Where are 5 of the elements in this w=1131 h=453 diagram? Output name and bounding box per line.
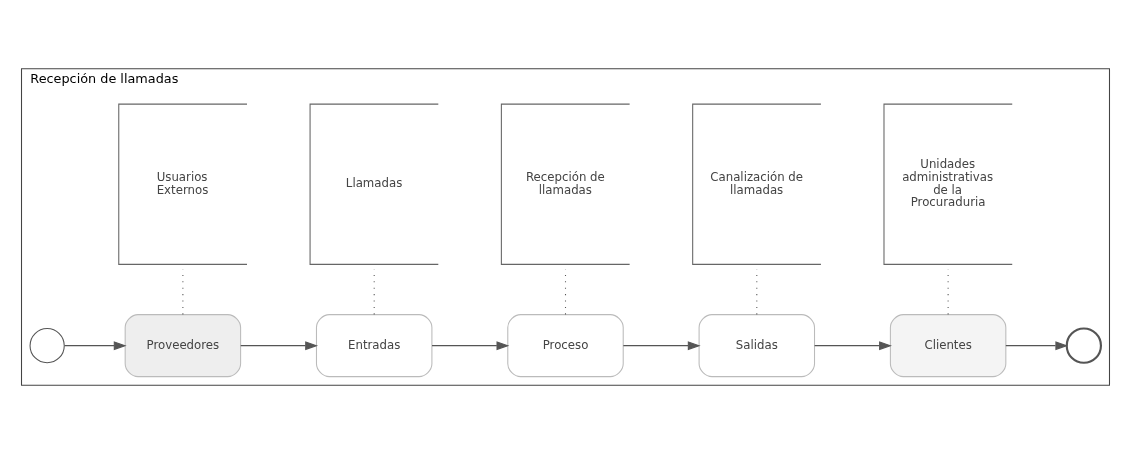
node-text: Recepción de llamadas bbox=[525, 169, 605, 197]
node-text: Canalización de llamadas bbox=[710, 169, 804, 197]
node-text: Unidades administrativas de la Procuraduria bbox=[902, 156, 994, 209]
node-text: Llamadas bbox=[345, 175, 403, 190]
node-text: Usuarios Externos bbox=[156, 169, 209, 197]
